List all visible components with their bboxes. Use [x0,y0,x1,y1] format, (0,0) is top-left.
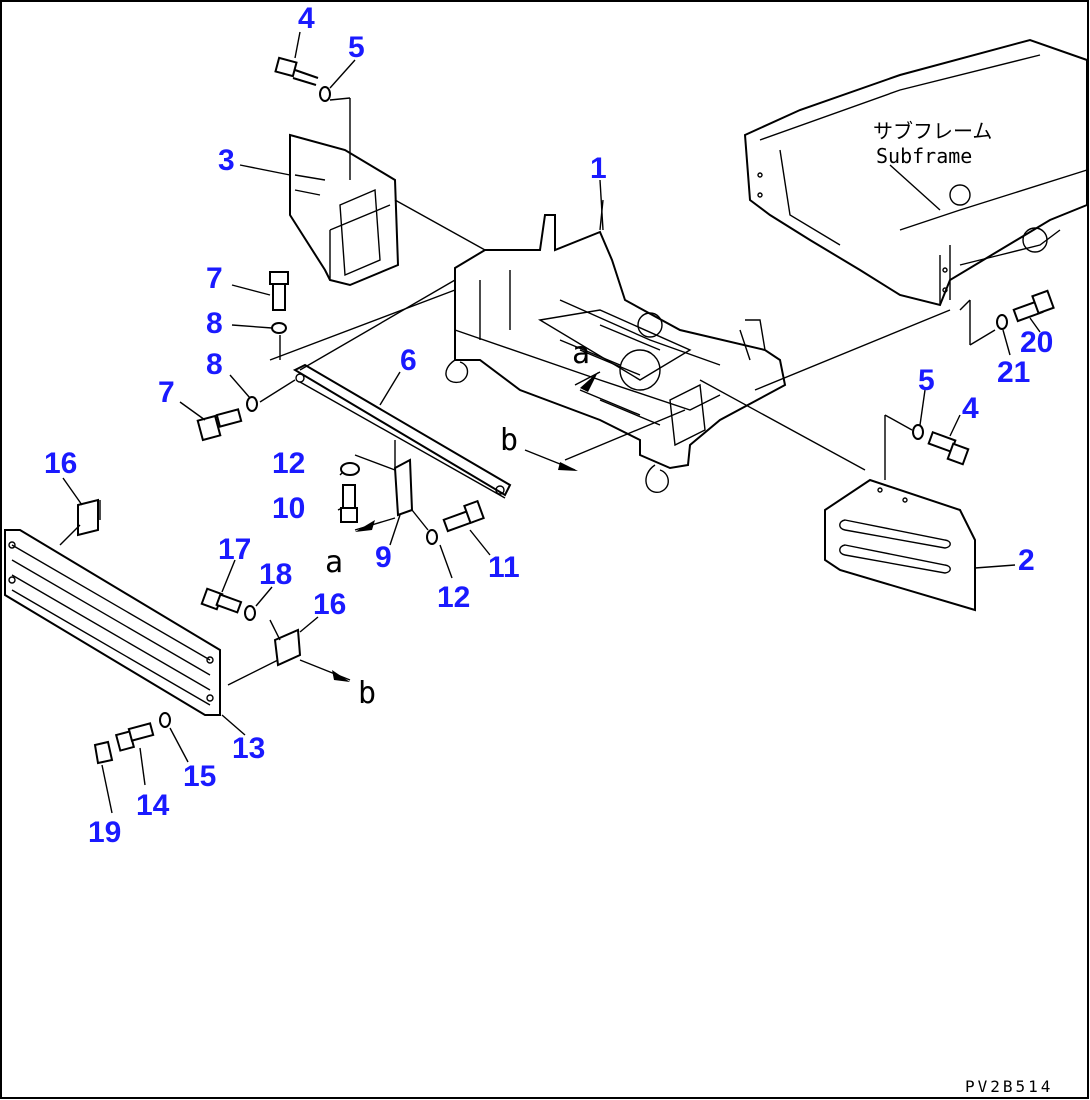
ref-b-frame: b [500,423,518,458]
callout-8-left: 8 [206,348,223,381]
washer-18 [244,605,256,621]
callout-1: 1 [590,152,607,185]
callout-7-left: 7 [158,376,175,409]
callout-10: 10 [272,492,305,525]
washer-8-left [246,396,258,412]
callout-5-right: 5 [918,364,935,397]
mount-bracket-right [273,628,302,667]
bolt-20 [1012,289,1055,323]
washer-12-top [340,462,360,476]
bolt-4-top [274,56,319,86]
ref-a-frame: a [572,336,590,371]
callout-20: 20 [1020,326,1053,359]
callout-11: 11 [488,551,520,584]
callout-12-top: 12 [272,447,305,480]
washer-12-bottom [426,529,438,545]
reference-arrows [299,371,601,682]
callout-4-right: 4 [962,392,979,425]
washer-5-right [912,424,924,440]
bolt-11 [442,499,485,533]
callout-9: 9 [375,541,392,574]
cross-bar-part [292,363,512,499]
bolt-7-top [269,271,289,311]
cap-19 [93,740,114,765]
callout-15: 15 [183,760,216,793]
callout-21: 21 [997,356,1030,389]
left-cover-part [289,133,400,287]
callout-16-left: 16 [44,447,77,480]
subframe-label-en: Subframe [876,144,972,168]
washer-5-top [319,86,331,102]
callout-leaders [62,31,1041,814]
subframe-part [743,38,1088,307]
assembly-lines [59,97,996,686]
callout-5-top: 5 [348,31,365,64]
callout-17: 17 [218,533,251,566]
right-cover-part [824,478,976,612]
callout-3: 3 [218,144,235,177]
drawing-code: PV2B514 [965,1077,1053,1096]
bracket-part [393,458,414,517]
callout-6: 6 [400,344,417,377]
bolt-7-left [196,408,243,442]
ref-b-grille: b [358,676,376,711]
main-frame-part [445,199,787,493]
washer-21 [996,314,1008,330]
bolt-10 [340,484,358,523]
callout-16-right: 16 [313,588,346,621]
callout-19: 19 [88,816,121,849]
callout-4-top: 4 [298,2,315,35]
callout-14: 14 [136,789,170,822]
mount-bracket-left [77,498,99,537]
callout-13: 13 [232,732,265,765]
washer-8-top [271,322,287,334]
callout-12-bottom: 12 [437,581,470,614]
bolt-17 [200,587,243,614]
callout-7-top: 7 [206,262,223,295]
ref-a-bracket: a [325,545,343,580]
bolt-4-right [927,430,970,466]
callout-2: 2 [1018,544,1035,577]
bolt-14 [114,722,155,752]
grille-part [4,529,221,716]
washer-15 [159,712,171,728]
subframe-label-jp: サブフレーム [873,119,992,143]
callout-8-top: 8 [206,307,223,340]
callout-18: 18 [259,558,292,591]
